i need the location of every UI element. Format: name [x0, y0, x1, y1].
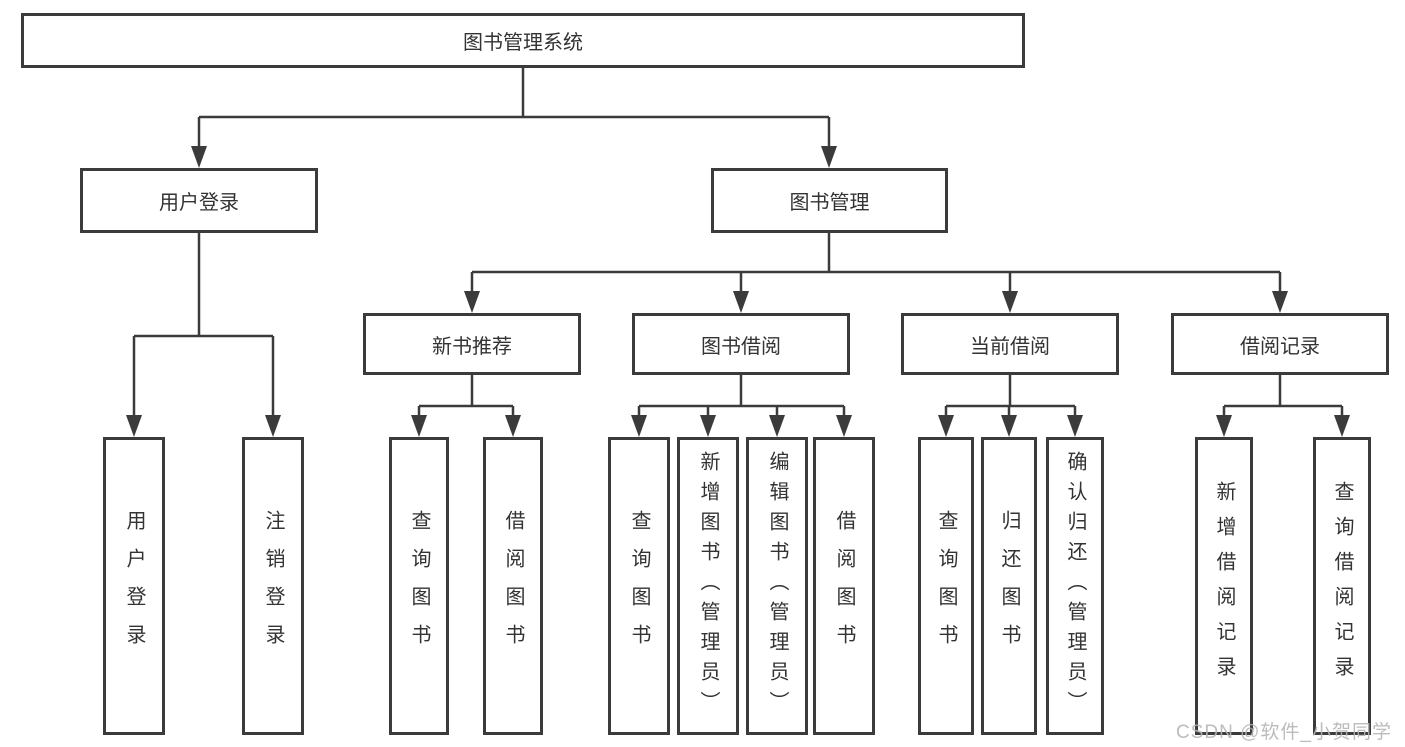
leaf-borrow-books-borrowing: 借阅图书 [813, 437, 875, 735]
node-library-management-system: 图书管理系统 [21, 13, 1025, 68]
leaf-edit-book-admin: 编辑图书（管理员） [746, 437, 808, 735]
leaf-label: 注销登录 [262, 510, 284, 662]
leaf-label: 查询图书 [628, 510, 650, 662]
node-label: 图书管理 [789, 192, 870, 214]
leaf-logout: 注销登录 [242, 437, 304, 735]
node-label: 新书推荐 [432, 335, 512, 358]
leaf-label: 查询图书 [408, 510, 430, 662]
node-borrowing-records: 借阅记录 [1171, 313, 1389, 375]
csdn-watermark: CSDN @软件_小贺同学 [1176, 722, 1392, 743]
leaf-return-book: 归还图书 [981, 437, 1037, 735]
leaf-borrow-books-recommend: 借阅图书 [483, 437, 543, 735]
leaf-confirm-return-admin: 确认归还（管理员） [1046, 437, 1104, 735]
node-book-management: 图书管理 [711, 168, 948, 233]
leaf-query-books-current: 查询图书 [918, 437, 974, 735]
node-new-book-recommend: 新书推荐 [363, 313, 581, 375]
leaf-label: 借阅图书 [502, 510, 524, 662]
leaf-user-login: 用户登录 [103, 437, 165, 735]
node-user-login: 用户登录 [80, 168, 318, 233]
leaf-query-books-recommend: 查询图书 [389, 437, 449, 735]
leaf-add-book-admin: 新增图书（管理员） [677, 437, 739, 735]
node-label: 图书借阅 [701, 335, 781, 358]
leaf-label: 确认归还（管理员） [1064, 451, 1086, 721]
node-label: 用户登录 [159, 192, 239, 214]
leaf-query-books-borrowing: 查询图书 [608, 437, 670, 735]
node-current-borrowing: 当前借阅 [901, 313, 1119, 375]
leaf-label: 借阅图书 [833, 510, 855, 662]
leaf-label: 归还图书 [998, 510, 1020, 662]
leaf-label: 编辑图书（管理员） [766, 451, 788, 721]
leaf-label: 用户登录 [123, 510, 145, 662]
node-label: 当前借阅 [970, 335, 1050, 358]
leaf-label: 新增借阅记录 [1213, 481, 1235, 691]
node-label: 图书管理系统 [463, 32, 583, 54]
leaf-label: 查询图书 [935, 510, 957, 662]
leaf-add-borrow-record: 新增借阅记录 [1195, 437, 1253, 735]
leaf-query-borrow-record: 查询借阅记录 [1313, 437, 1371, 735]
leaf-label: 查询借阅记录 [1331, 481, 1353, 691]
node-book-borrowing: 图书借阅 [632, 313, 850, 375]
leaf-label: 新增图书（管理员） [697, 451, 719, 721]
node-label: 借阅记录 [1240, 335, 1320, 358]
